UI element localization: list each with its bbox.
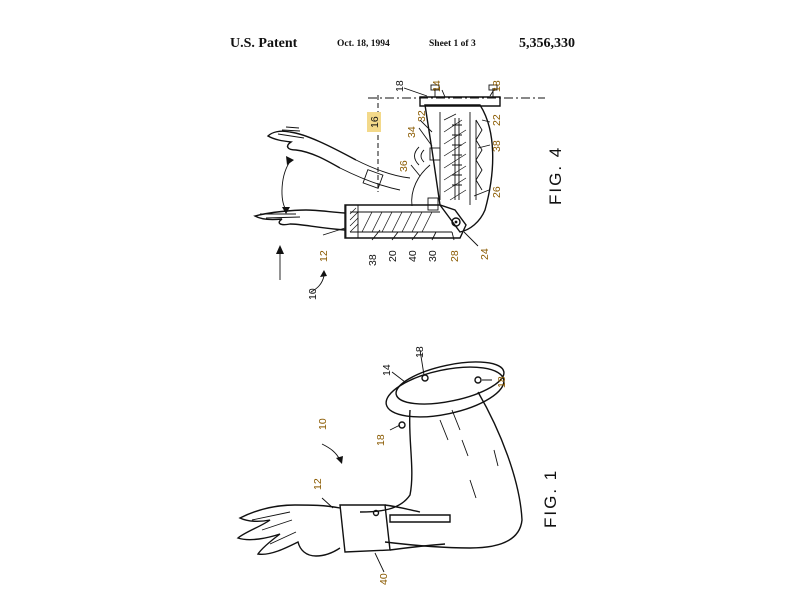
fig4-label-30: 30 — [427, 250, 439, 262]
fig4-label-20: 20 — [387, 250, 399, 262]
fig4-label-22: 22 — [491, 114, 503, 126]
patent-date: Oct. 18, 1994 — [337, 39, 390, 49]
fig4-label-28: 28 — [449, 250, 461, 262]
fig4-label-12: 12 — [318, 250, 330, 262]
fig4-shoulder-plate — [419, 96, 501, 107]
fig4-label-26: 26 — [491, 186, 503, 198]
fig4-label-24: 24 — [479, 248, 491, 260]
fig1-label-18b: 18 — [414, 346, 426, 358]
fig1-label-10: 10 — [317, 418, 329, 430]
patent-number: 5,356,330 — [519, 36, 575, 51]
figure-4: 18 14 18 16 32 34 36 22 38 26 24 12 38 2… — [253, 80, 565, 300]
fig4-label-18b: 18 — [491, 80, 503, 92]
fig4-label-16: 16 — [369, 116, 381, 128]
fig1-hand — [236, 504, 341, 557]
fig4-label-10: 10 — [307, 288, 319, 300]
fig4-forearm-housing — [344, 204, 467, 239]
fig1-label-18a: 18 — [375, 434, 387, 446]
fig1-label-18c: 18 — [496, 376, 508, 388]
fig4-label-34: 34 — [406, 126, 418, 138]
fig4-label-32: 32 — [416, 110, 428, 122]
figure-1: 10 12 14 18 18 18 40 FIG. 1 — [236, 346, 560, 585]
fig1-shoulder-disc — [385, 366, 505, 418]
fig4-lowered-hand — [253, 209, 346, 231]
sheet-number: Sheet 1 of 3 — [429, 39, 476, 49]
fig4-label-14: 14 — [431, 80, 443, 92]
fig1-label-14: 14 — [381, 364, 393, 376]
fig1-caption: FIG. 1 — [541, 469, 560, 528]
fig4-caption: FIG. 4 — [546, 146, 565, 205]
fig4-raised-hand — [266, 130, 357, 169]
fig4-label-38b: 38 — [367, 254, 379, 266]
fig4-label-38a: 38 — [491, 140, 503, 152]
fig1-label-40: 40 — [378, 573, 390, 585]
fig4-label-18a: 18 — [394, 80, 406, 92]
fig1-label-12: 12 — [312, 478, 324, 490]
patent-title: U.S. Patent — [230, 36, 298, 51]
fig4-highlight-16 — [367, 112, 381, 132]
patent-header: U.S. Patent Oct. 18, 1994 Sheet 1 of 3 5… — [0, 36, 788, 56]
fig4-label-36: 36 — [398, 160, 410, 172]
fig4-upper-arm-housing — [424, 104, 494, 233]
fig4-label-40: 40 — [407, 250, 419, 262]
